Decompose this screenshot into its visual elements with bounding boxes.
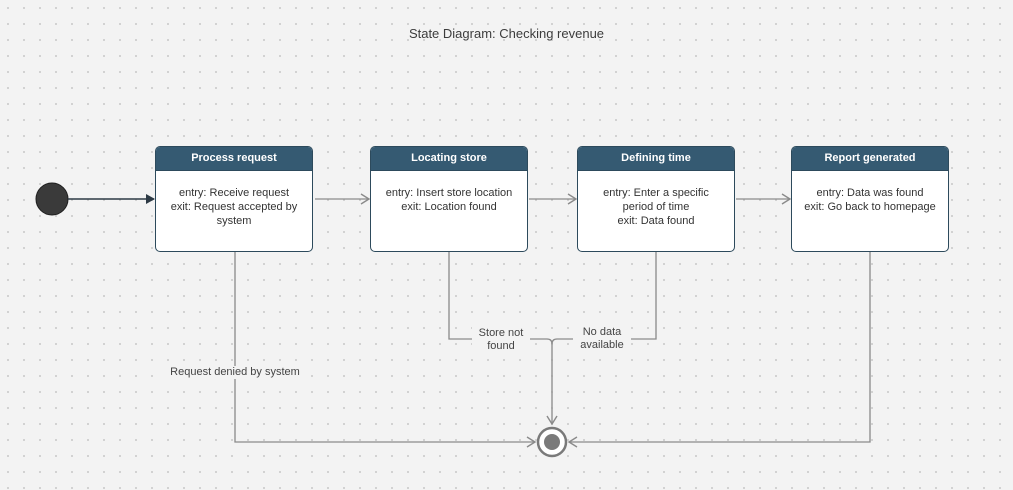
state-entry-action: entry: Insert store location bbox=[385, 187, 513, 199]
state-entry-action: entry: Receive request bbox=[178, 187, 290, 199]
transition-request-denied[interactable] bbox=[234, 252, 537, 448]
state-exit-action: exit: Data found bbox=[617, 215, 695, 227]
state-entry-action: entry: Data was found bbox=[816, 187, 924, 199]
state-exit-action: exit: Location found bbox=[401, 201, 497, 213]
label-store-not-found: Store not found bbox=[472, 327, 530, 353]
final-node-inner bbox=[544, 434, 560, 450]
state-entry-action: entry: Enter a specific period of time bbox=[603, 187, 709, 213]
label-request-denied: Request denied by system bbox=[165, 366, 305, 379]
state-locating-store[interactable]: Locating store entry: Insert store locat… bbox=[370, 146, 528, 252]
state-process-request[interactable]: Process request entry: Receive request e… bbox=[155, 146, 313, 252]
state-title: Defining time bbox=[578, 147, 734, 171]
state-title: Process request bbox=[156, 147, 312, 171]
state-title: Report generated bbox=[792, 147, 948, 171]
state-exit-action: exit: Go back to homepage bbox=[804, 201, 936, 213]
state-report-generated[interactable]: Report generated entry: Data was found e… bbox=[791, 146, 949, 252]
initial-node[interactable] bbox=[35, 182, 69, 216]
state-exit-action: exit: Request accepted by system bbox=[170, 201, 298, 227]
label-no-data: No data available bbox=[573, 326, 631, 352]
state-title: Locating store bbox=[371, 147, 527, 171]
transition-report-to-final[interactable] bbox=[567, 252, 871, 448]
diagram-title: State Diagram: Checking revenue bbox=[408, 26, 605, 41]
transition-no-data[interactable] bbox=[551, 252, 657, 345]
state-defining-time[interactable]: Defining time entry: Enter a specific pe… bbox=[577, 146, 735, 252]
